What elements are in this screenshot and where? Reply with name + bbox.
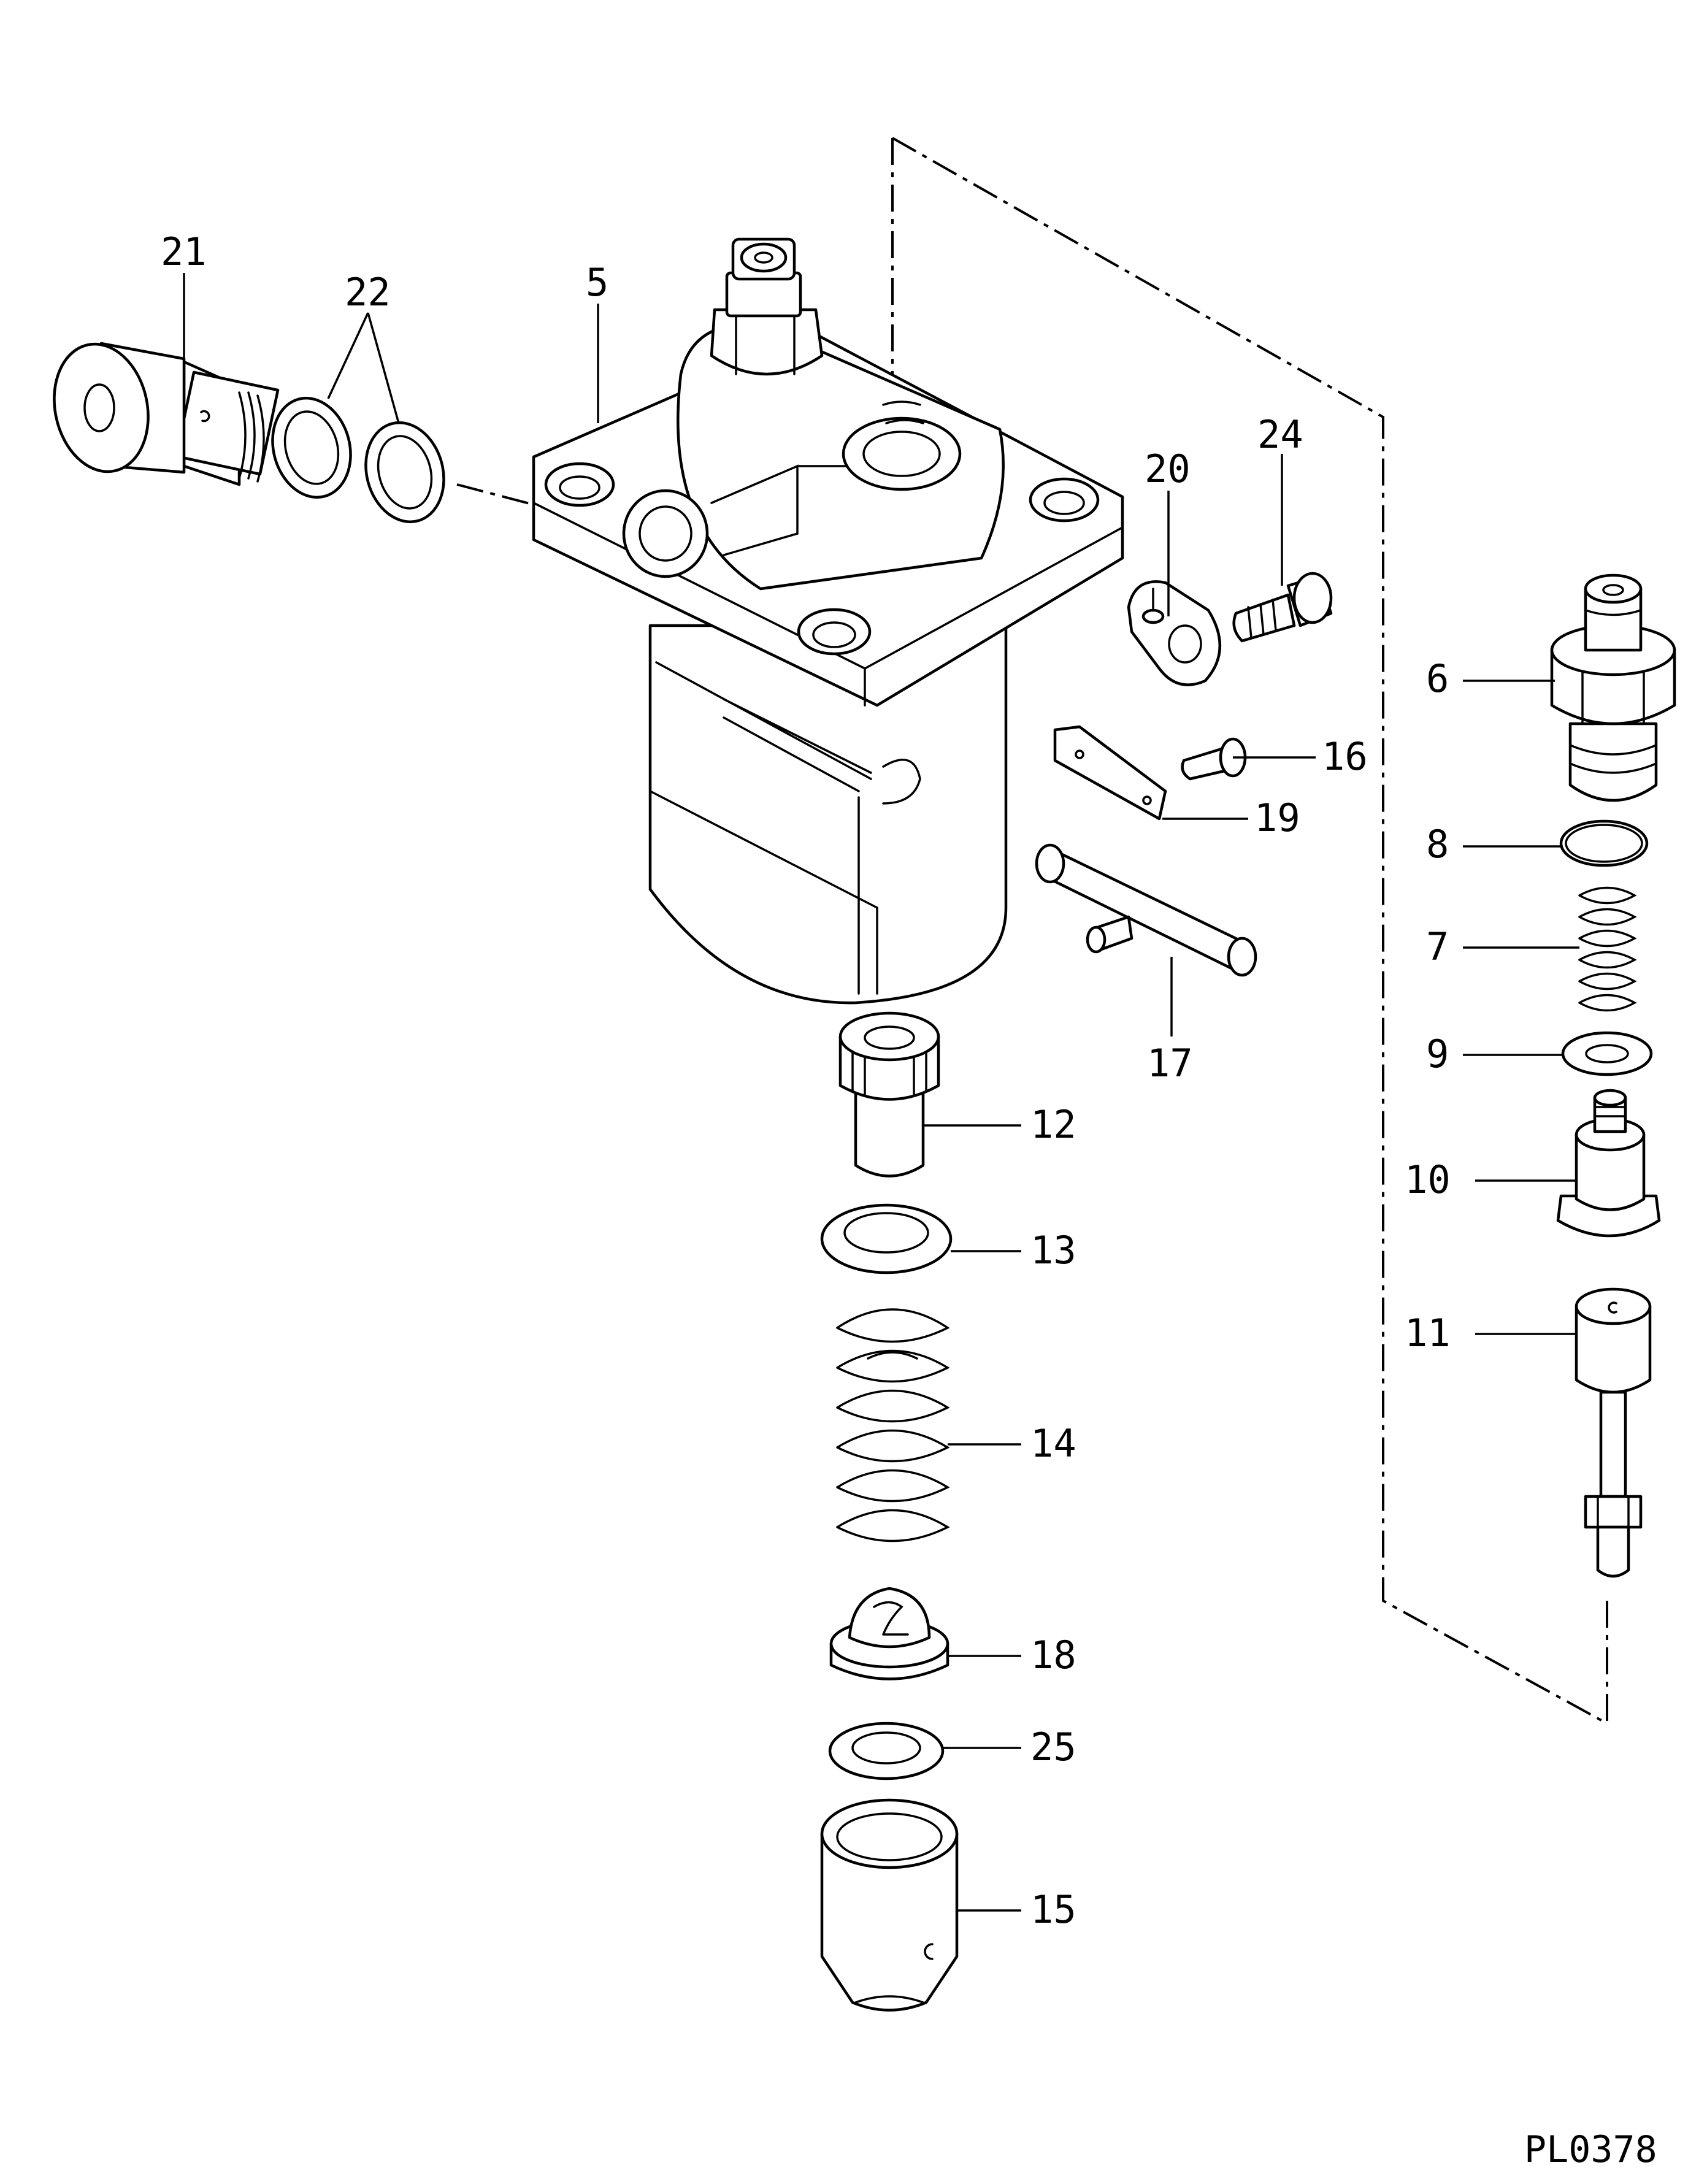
part-8-o-ring: [1559, 819, 1649, 867]
part-24-bolt: [1232, 572, 1333, 643]
callout-19: 19: [1254, 795, 1300, 840]
part-16-screw: [1181, 737, 1247, 781]
part-6-valve-holder: [1550, 573, 1676, 802]
part-7-spring: [1578, 886, 1637, 1012]
callout-14: 14: [1030, 1421, 1076, 1466]
callout-18: 18: [1030, 1633, 1076, 1677]
part-14-plunger-spring: [836, 1308, 950, 1542]
part-10-delivery-valve: [1556, 1089, 1661, 1238]
part-13-washer: [820, 1203, 953, 1274]
part-18-lower-spring-seat: [829, 1587, 949, 1680]
callout-labels: 21 22 5 20 24 6 16 19 8 7 17 9 12 10 13 …: [161, 229, 1451, 1932]
callout-24: 24: [1257, 412, 1303, 457]
callout-10: 10: [1405, 1157, 1451, 1202]
leader-lines: [183, 273, 1579, 1912]
drawing-code: PL0378: [1524, 2128, 1657, 2171]
callout-21: 21: [161, 229, 207, 274]
callout-8: 8: [1426, 822, 1449, 867]
part-11-plunger: [1575, 1287, 1652, 1578]
callout-20: 20: [1145, 446, 1191, 491]
part-25-washer: [828, 1722, 945, 1780]
callout-16: 16: [1322, 734, 1368, 779]
part-19-plate: [1053, 725, 1167, 821]
part-15-tappet: [820, 1798, 959, 2012]
callout-17: 17: [1147, 1041, 1193, 1086]
part-20-plate: [1127, 580, 1221, 686]
callout-22: 22: [345, 270, 391, 315]
part-9-washer: [1561, 1031, 1653, 1076]
part-21-banjo-bolt: [53, 342, 280, 486]
callout-9: 9: [1426, 1032, 1449, 1076]
part-17-shaft: [1035, 843, 1257, 977]
part-22-gaskets: [271, 396, 445, 524]
callout-12: 12: [1030, 1102, 1076, 1147]
callout-25: 25: [1030, 1725, 1076, 1769]
callout-15: 15: [1030, 1887, 1076, 1932]
callout-13: 13: [1030, 1228, 1076, 1273]
callout-7: 7: [1426, 924, 1449, 969]
callout-5: 5: [586, 260, 608, 305]
part-5-pump-housing: [532, 237, 1124, 1005]
callout-6: 6: [1426, 656, 1449, 701]
part-12-spring-seat: [838, 1011, 940, 1178]
callout-11: 11: [1405, 1311, 1451, 1355]
